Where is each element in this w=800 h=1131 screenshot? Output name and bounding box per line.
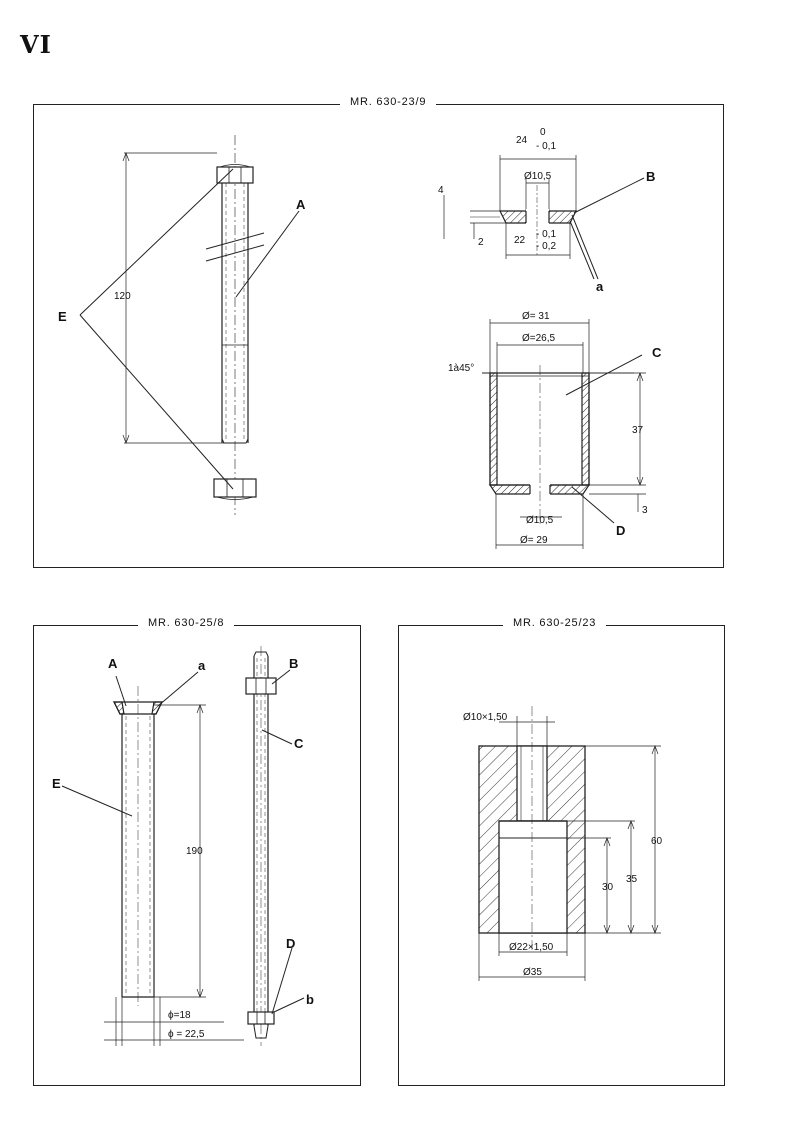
label-a: A bbox=[296, 197, 306, 212]
drawing-mr-630-25-23: Ø10×1,50 Ø22×1,50 Ø35 60 35 30 bbox=[463, 706, 663, 981]
label-e: E bbox=[52, 776, 61, 791]
dim-length-190: 190 bbox=[186, 846, 203, 857]
top-nut bbox=[216, 166, 254, 184]
leader-b-small bbox=[273, 997, 305, 1013]
leader-e-top bbox=[79, 168, 234, 316]
label-c: C bbox=[294, 736, 304, 751]
dim-thread-top: Ø10×1,50 bbox=[463, 712, 508, 723]
leader-a bbox=[235, 210, 300, 298]
cup-c-body bbox=[489, 372, 590, 486]
dim-outer-dia: Ø= 31 bbox=[522, 311, 550, 322]
leader-a bbox=[115, 675, 127, 707]
dim-height-37: 37 bbox=[632, 425, 644, 436]
dim-top-width: 24 bbox=[516, 135, 528, 146]
label-a: A bbox=[108, 656, 118, 671]
bottom-nut bbox=[213, 478, 257, 498]
dim-top-tol-lower: - 0,1 bbox=[536, 141, 556, 152]
label-d: D bbox=[616, 523, 625, 538]
panel-title: MR. 630-23/9 bbox=[340, 96, 437, 108]
dim-bot-width: 22 bbox=[514, 235, 526, 246]
leader-c bbox=[565, 354, 643, 396]
dim-height-60: 60 bbox=[651, 836, 663, 847]
panel-mr-630-25-8: MR. 630-25/8 bbox=[33, 617, 361, 1086]
leader-a-small bbox=[157, 671, 199, 707]
leader-b bbox=[271, 669, 291, 685]
page-title: VI bbox=[20, 30, 52, 59]
panel-mr-630-23-9: MR. 630-23/9 bbox=[33, 96, 724, 568]
dim-outer-dia: Ø35 bbox=[523, 967, 542, 978]
dim-bot-tol-lower: - 0,2 bbox=[536, 241, 556, 252]
label-e: E bbox=[58, 309, 67, 324]
nut-b bbox=[245, 677, 277, 695]
label-a-small: a bbox=[198, 658, 206, 673]
drawing-mr-630-25-8: A a E 190 ϕ=18 ϕ = 22,5 B C D b bbox=[52, 646, 314, 1046]
dim-chamfer: 1à45° bbox=[448, 363, 474, 374]
lower-bore bbox=[498, 820, 568, 934]
label-d: D bbox=[286, 936, 295, 951]
panel-mr-630-25-23: MR. 630-25/23 bbox=[398, 617, 725, 1086]
leader-c bbox=[261, 729, 293, 745]
label-b: B bbox=[289, 656, 298, 671]
leader-b bbox=[573, 177, 645, 214]
leader-a-small-1 bbox=[571, 214, 599, 280]
dim-top-tol-upper: 0 bbox=[540, 127, 546, 138]
dim-outer-dia: ϕ = 22,5 bbox=[168, 1029, 205, 1040]
nut-d bbox=[247, 1011, 275, 1025]
dim-inner-dia: Ø=26,5 bbox=[522, 333, 556, 344]
label-b: B bbox=[646, 169, 655, 184]
leader-e bbox=[61, 785, 133, 817]
label-c: C bbox=[652, 345, 662, 360]
label-b-small: b bbox=[306, 992, 314, 1007]
dim-thread-bottom: Ø22×1,50 bbox=[509, 942, 554, 953]
panel-title: MR. 630-25/8 bbox=[138, 617, 235, 629]
dim-inner-dia: ϕ=18 bbox=[168, 1010, 191, 1021]
drawing-mr-630-23-9: 120 E A 24 0 - 0,1 Ø10,5 22 - 0,1 - 0,2 … bbox=[58, 127, 662, 549]
leader-a-small-2 bbox=[569, 220, 595, 280]
dim-base-hole: Ø10,5 bbox=[526, 515, 554, 526]
dim-height-4: 4 bbox=[438, 185, 444, 196]
dim-base-dia: Ø= 29 bbox=[520, 535, 548, 546]
panel-title: MR. 630-25/23 bbox=[503, 617, 607, 629]
dim-height-35: 35 bbox=[626, 874, 638, 885]
leader-d bbox=[571, 486, 615, 524]
dim-length-120: 120 bbox=[114, 291, 131, 302]
leader-d bbox=[271, 947, 293, 1015]
dim-height-30: 30 bbox=[602, 882, 614, 893]
dim-hole-small: Ø10,5 bbox=[524, 171, 552, 182]
dim-bot-tol-upper: - 0,1 bbox=[536, 229, 556, 240]
dim-base-thk: 3 bbox=[642, 505, 648, 516]
label-a-small: a bbox=[596, 279, 604, 294]
leader-e-bottom bbox=[79, 314, 234, 490]
dim-height-2: 2 bbox=[478, 237, 484, 248]
